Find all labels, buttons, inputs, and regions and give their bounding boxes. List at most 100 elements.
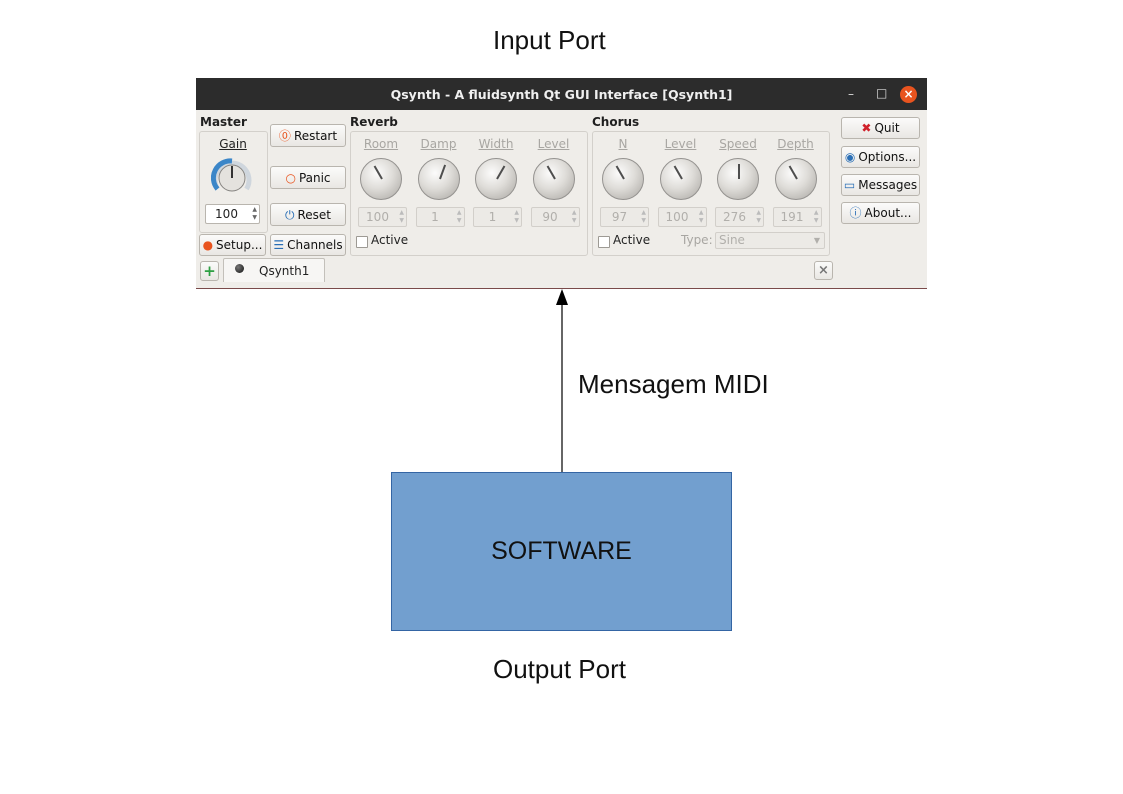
options-label: Options... — [858, 150, 917, 164]
tab-label: Qsynth1 — [259, 264, 310, 278]
chorus-value-2: 276 — [723, 210, 746, 224]
chorus-spinbox-3[interactable]: 191 ▲▼ — [772, 207, 822, 227]
options-icon: ◉ — [844, 150, 856, 164]
knob-indicator — [373, 165, 383, 180]
reverb-knob-label-3: Level — [537, 137, 570, 151]
chorus-type-select[interactable]: Sine ▼ — [715, 232, 825, 249]
quit-button[interactable]: ✖ Quit — [841, 117, 920, 139]
info-icon: ⓘ — [849, 206, 862, 220]
chorus-value-3: 191 — [780, 210, 804, 224]
gain-frame — [199, 131, 268, 233]
reverb-knob-0[interactable] — [360, 158, 402, 200]
chorus-knob-3[interactable] — [774, 158, 817, 200]
add-engine-button[interactable]: + — [200, 261, 219, 281]
reverb-knob-3[interactable] — [532, 158, 575, 200]
spin-arrows-icon[interactable]: ▲▼ — [698, 209, 704, 224]
reset-label: Reset — [297, 207, 332, 222]
reverb-title: Reverb — [350, 115, 398, 129]
chorus-type-value: Sine — [719, 233, 745, 247]
tab-qsynth1[interactable]: Qsynth1 — [223, 258, 325, 282]
gain-knob[interactable] — [210, 157, 253, 199]
chorus-active-checkbox[interactable] — [598, 236, 610, 248]
options-button[interactable]: ◉ Options... — [841, 146, 920, 168]
chorus-knob-label-0: N — [618, 137, 628, 151]
qsynth-window: Qsynth - A fluidsynth Qt GUI Interface [… — [196, 78, 927, 289]
midi-arrow — [556, 289, 568, 473]
quit-label: Quit — [874, 121, 900, 135]
gain-value: 100 — [215, 207, 238, 221]
chorus-active-label: Active — [613, 233, 651, 247]
software-box-label: SOFTWARE — [491, 537, 632, 565]
panic-icon: ○ — [285, 170, 296, 185]
knob-indicator — [438, 164, 446, 180]
chorus-knob-2[interactable] — [717, 158, 759, 200]
chorus-type-label: Type: — [681, 233, 713, 247]
master-title: Master — [200, 115, 247, 129]
spin-arrows-icon[interactable]: ▲▼ — [813, 209, 819, 224]
about-label: About... — [864, 206, 912, 220]
panic-button[interactable]: ○ Panic — [270, 166, 346, 189]
chorus-spinbox-0[interactable]: 97▲▼ — [600, 207, 649, 227]
setup-icon: ● — [202, 238, 214, 252]
knob-indicator — [738, 164, 740, 179]
status-led-icon — [235, 264, 244, 273]
reverb-value-1: 1 — [431, 210, 439, 224]
gain-spinbox[interactable]: 100 ▲▼ — [205, 204, 260, 224]
reverb-knob-label-1: Damp — [420, 137, 457, 151]
chorus-knob-label-2: Speed — [719, 137, 757, 151]
chorus-knob-1[interactable] — [659, 158, 702, 200]
chorus-knob-label-1: Level — [664, 137, 697, 151]
reverb-knob-2[interactable] — [475, 158, 517, 200]
reverb-active-label: Active — [371, 233, 409, 247]
panic-label: Panic — [298, 170, 331, 185]
spin-arrows-icon[interactable]: ▲▼ — [399, 209, 404, 224]
chorus-spinbox-2[interactable]: 276 ▲▼ — [715, 207, 764, 227]
spin-arrows-icon[interactable]: ▲▼ — [252, 206, 257, 221]
spin-arrows-icon[interactable]: ▲▼ — [756, 209, 761, 224]
reverb-spinbox-3[interactable]: 90 ▲▼ — [530, 207, 580, 227]
messages-button[interactable]: ▭ Messages — [841, 174, 920, 196]
reverb-value-2: 1 — [488, 210, 497, 224]
chorus-frame — [592, 131, 830, 256]
channels-label: Channels — [287, 238, 343, 252]
restart-icon: ⓪ — [278, 128, 291, 143]
reverb-knob-label-0: Room — [363, 137, 399, 151]
reverb-spinbox-2[interactable]: 1 ▲▼ — [473, 207, 522, 227]
messages-label: Messages — [858, 178, 918, 192]
spin-arrows-icon[interactable]: ▲▼ — [571, 209, 577, 224]
chorus-title: Chorus — [592, 115, 640, 129]
restart-button[interactable]: ⓪ Restart — [270, 124, 346, 147]
chevron-down-icon: ▼ — [813, 236, 820, 245]
spin-arrows-icon[interactable]: ▲▼ — [641, 209, 646, 224]
reverb-spinbox-0[interactable]: 100▲▼ — [358, 207, 407, 227]
spin-arrows-icon[interactable]: ▲▼ — [456, 209, 462, 224]
close-engine-button[interactable]: × — [814, 261, 833, 280]
setup-button[interactable]: ● Setup... — [199, 234, 266, 256]
output-port-label: Output Port — [493, 654, 626, 684]
restart-label: Restart — [293, 128, 338, 143]
chorus-spinbox-1[interactable]: 100 ▲▼ — [657, 207, 707, 227]
minimize-button[interactable]: – — [848, 87, 854, 101]
reset-button[interactable]: ⏻ Reset — [270, 203, 346, 226]
spin-arrows-icon[interactable]: ▲▼ — [514, 209, 519, 224]
knob-indicator — [496, 165, 506, 180]
close-window-button[interactable]: × — [900, 86, 917, 103]
chorus-value-1: 100 — [665, 210, 689, 224]
maximize-button[interactable]: □ — [876, 86, 888, 100]
knob-indicator — [673, 165, 683, 180]
gain-label: Gain — [219, 137, 247, 151]
reverb-knob-label-2: Width — [478, 137, 514, 151]
reverb-knob-1[interactable] — [417, 158, 460, 200]
knob-indicator — [788, 165, 798, 180]
close-icon: ✖ — [861, 121, 872, 135]
reverb-value-3: 90 — [542, 210, 558, 224]
window-titlebar[interactable]: Qsynth - A fluidsynth Qt GUI Interface [… — [196, 78, 927, 110]
chorus-knob-0[interactable] — [602, 158, 644, 200]
reverb-active-checkbox[interactable] — [356, 236, 368, 248]
window-title: Qsynth - A fluidsynth Qt GUI Interface [… — [390, 87, 733, 102]
reverb-spinbox-1[interactable]: 1 ▲▼ — [415, 207, 465, 227]
about-button[interactable]: ⓘ About... — [841, 202, 920, 224]
setup-label: Setup... — [216, 238, 263, 252]
messages-icon: ▭ — [843, 178, 856, 192]
channels-button[interactable]: ☰ Channels — [270, 234, 346, 256]
